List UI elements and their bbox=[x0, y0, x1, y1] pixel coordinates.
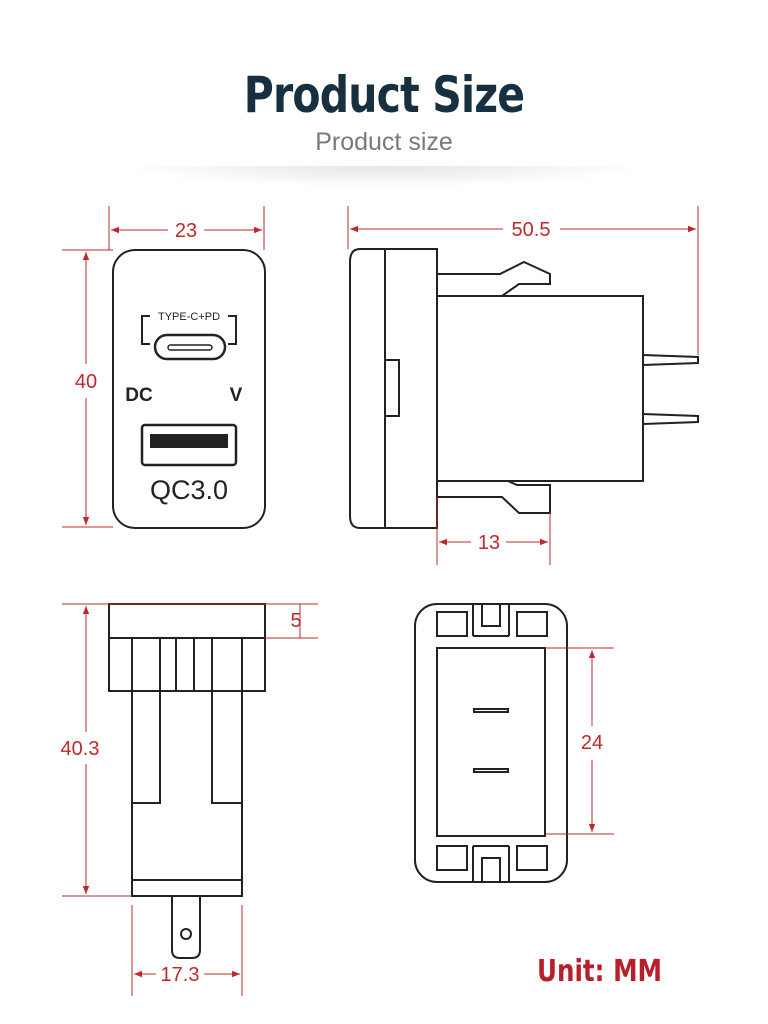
type-c-bracket bbox=[141, 315, 237, 345]
front-view bbox=[112, 249, 266, 529]
back-top-tab-right bbox=[516, 611, 548, 637]
v-label: V bbox=[230, 385, 243, 406]
bottom-flange-dim: 5 bbox=[290, 610, 301, 632]
unit-label: Unit: MM bbox=[537, 954, 663, 989]
side-length-dim: 50.5 bbox=[512, 219, 551, 241]
usb-a-port bbox=[140, 423, 238, 467]
back-inner-panel bbox=[436, 647, 546, 837]
dc-label: DC bbox=[125, 385, 153, 406]
front-view-text: TYPE-C+PD DC V QC3.0 bbox=[125, 311, 242, 505]
side-flange bbox=[384, 248, 438, 529]
side-view bbox=[349, 248, 699, 529]
page-subtitle: Product size bbox=[315, 128, 453, 156]
bottom-dimensions bbox=[62, 603, 318, 996]
back-bottom-tab-left bbox=[436, 845, 468, 871]
bottom-flange bbox=[108, 603, 266, 639]
side-flange-step bbox=[385, 359, 400, 417]
back-terminal-2 bbox=[473, 768, 509, 773]
side-terminal-2 bbox=[642, 413, 699, 425]
bottom-terminal bbox=[171, 896, 201, 959]
back-terminal-1 bbox=[473, 708, 509, 713]
front-height-dim: 40 bbox=[75, 371, 97, 393]
back-bottom-latch bbox=[472, 845, 510, 882]
side-dimensions bbox=[347, 206, 699, 565]
front-outline bbox=[112, 249, 266, 529]
side-body bbox=[436, 295, 644, 482]
back-dimensions bbox=[545, 647, 614, 835]
front-dimensions bbox=[62, 206, 265, 528]
side-clip-top bbox=[437, 260, 551, 297]
type-c-port bbox=[153, 333, 227, 361]
side-clip-bottom bbox=[436, 480, 551, 514]
side-front-face bbox=[349, 248, 385, 529]
side-clip-dim: 13 bbox=[478, 532, 500, 554]
page-title: Product Size bbox=[243, 66, 525, 124]
front-width-dim: 23 bbox=[175, 220, 197, 242]
qc-label: QC3.0 bbox=[150, 475, 228, 505]
type-c-port-inner bbox=[167, 344, 213, 351]
back-outline bbox=[414, 603, 568, 883]
bottom-width-dim: 17.3 bbox=[161, 964, 200, 986]
bottom-body bbox=[131, 691, 243, 897]
side-terminal-1 bbox=[642, 354, 699, 366]
back-top-latch bbox=[472, 604, 510, 637]
bottom-clip-right bbox=[211, 691, 242, 804]
header: Product Size Product size bbox=[0, 0, 768, 190]
bottom-clip-left bbox=[132, 691, 161, 804]
bottom-height-dim: 40.3 bbox=[61, 738, 100, 760]
type-c-label: TYPE-C+PD bbox=[158, 311, 220, 323]
back-spacing-dim: 24 bbox=[581, 732, 603, 754]
bottom-collar bbox=[108, 637, 266, 692]
usb-a-port-tongue bbox=[150, 434, 228, 448]
header-divider bbox=[120, 166, 648, 188]
bottom-view bbox=[108, 603, 266, 959]
back-top-tab-left bbox=[436, 611, 468, 637]
back-view bbox=[414, 603, 568, 883]
back-bottom-tab-right bbox=[516, 845, 548, 871]
bottom-terminal-hole bbox=[180, 928, 192, 940]
